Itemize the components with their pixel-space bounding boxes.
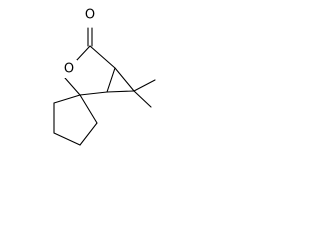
methyl-bond-2 bbox=[133, 90, 152, 108]
bond-ch-lower-to-spiro bbox=[79, 91, 108, 96]
cyclopentane-bond-3 bbox=[53, 132, 81, 146]
methyl-bond-1 bbox=[133, 79, 156, 92]
structure-diagram: O O bbox=[53, 6, 156, 146]
atom-labels: O O bbox=[61, 6, 98, 78]
bond-ch-upper-to-cme2 bbox=[114, 67, 135, 92]
cyclopentane-bond-1 bbox=[53, 94, 81, 104]
bond-ch-upper-to-ch-lower bbox=[106, 67, 116, 93]
carbonyl-oxygen-mask bbox=[82, 6, 98, 24]
bond-c-ring-oxygen bbox=[75, 45, 91, 62]
ring-oxygen-mask bbox=[61, 60, 77, 78]
ring-oxygen-label: O bbox=[64, 62, 74, 77]
cyclopentane-bond-4 bbox=[79, 122, 98, 146]
cyclopentane-bond-5 bbox=[79, 94, 98, 124]
bonds bbox=[53, 27, 156, 146]
carbonyl-oxygen-label: O bbox=[85, 8, 95, 23]
bond-ch-lower-to-cme2 bbox=[106, 90, 135, 93]
bond-carbonyl-c-to-ch bbox=[89, 45, 116, 69]
bond-ring-oxygen-spiro bbox=[64, 77, 81, 96]
